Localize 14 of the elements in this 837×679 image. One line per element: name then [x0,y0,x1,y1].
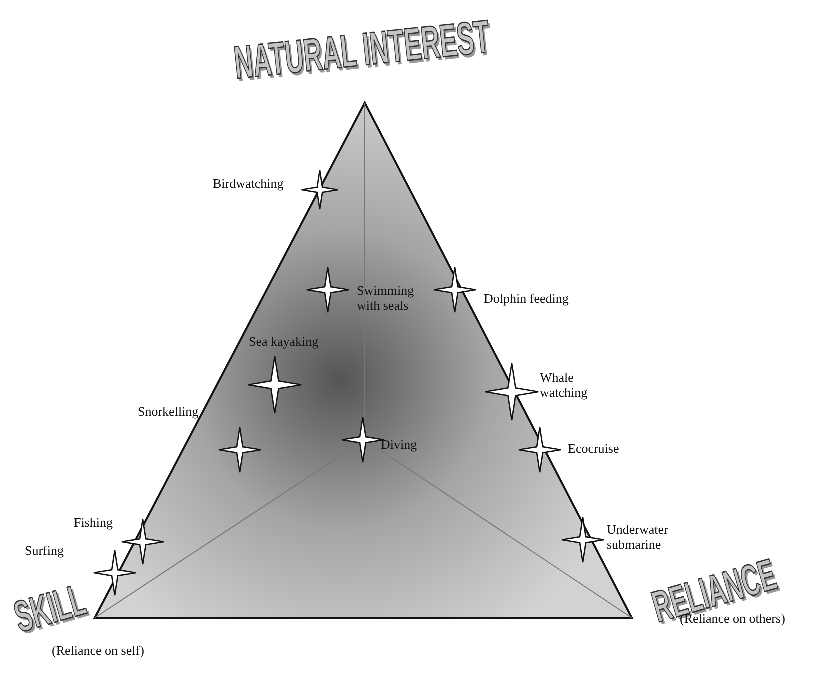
activity-label: Surfing [25,543,65,558]
activity-label: Dolphin feeding [484,291,570,306]
activity-label: Snorkelling [138,404,200,419]
activity-label: Sea kayaking [249,334,320,349]
activity-label: Ecocruise [568,441,620,456]
activity-label: Swimming with seals [357,283,416,313]
activity-label: Diving [381,437,418,452]
axis-title: SKILL [10,578,91,640]
activity-label: Fishing [74,515,114,530]
activity-label: Whale watching [540,370,589,400]
activity-label: (Reliance on self) [52,643,146,658]
activity-label: Birdwatching [213,176,285,191]
axis-title: NATURAL INTEREST [232,13,492,86]
activity-label: Underwater submarine [607,522,670,552]
